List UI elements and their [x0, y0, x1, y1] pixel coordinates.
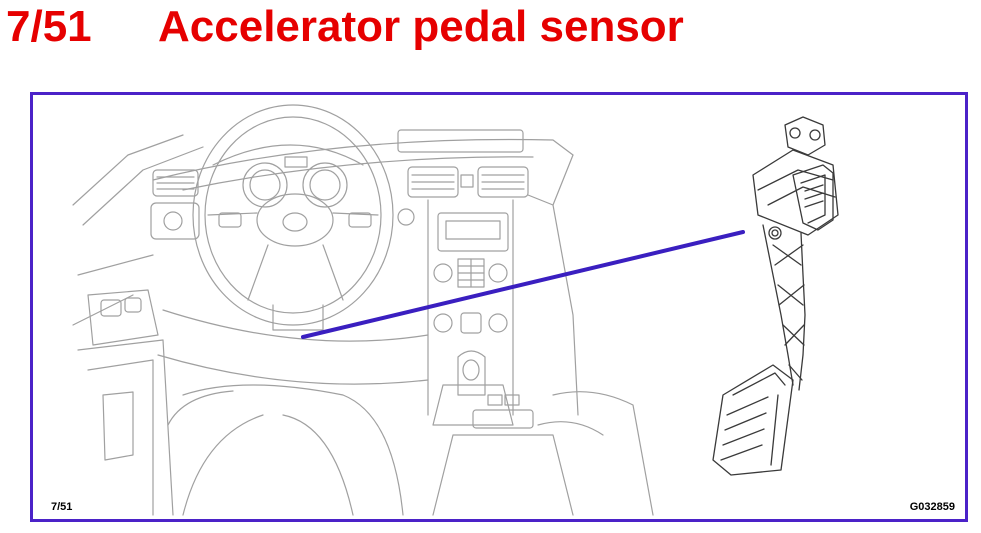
figure-reference: 7/51 [51, 501, 73, 513]
leader-line [301, 230, 745, 339]
car-interior-drawing [72, 104, 654, 516]
figure-code: G032859 [909, 501, 955, 513]
illustration-frame: 7/51 G032859 [30, 92, 968, 522]
illustration-canvas [72, 104, 839, 516]
page-title: Accelerator pedal sensor [158, 2, 684, 51]
accelerator-pedal-drawing [712, 116, 839, 476]
figure-number: 7/51 [6, 2, 92, 51]
page-header: 7/51 Accelerator pedal sensor [0, 0, 981, 70]
